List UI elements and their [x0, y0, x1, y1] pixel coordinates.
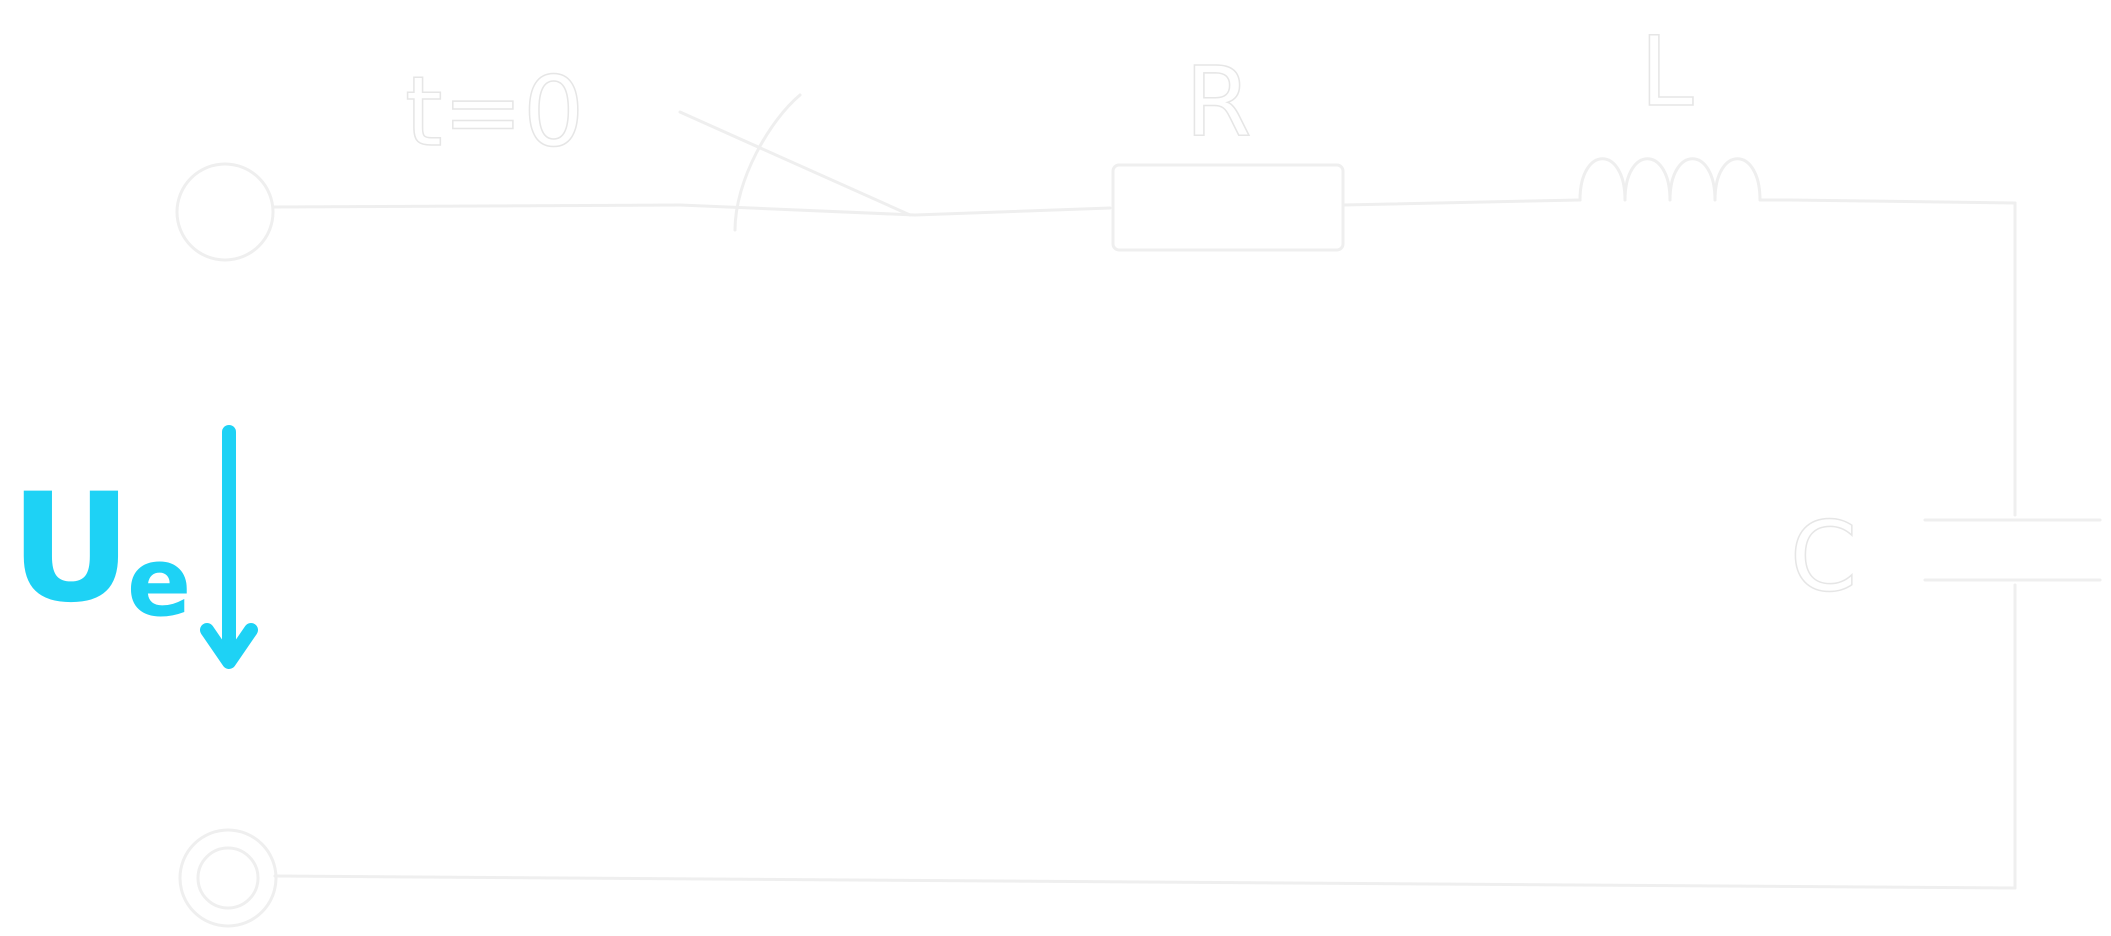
switch-label: t=0: [405, 56, 584, 168]
voltage-label-subscript: e: [127, 528, 191, 638]
resistor: [1111, 163, 1345, 252]
inductor-label: L: [1640, 16, 1693, 128]
voltage-label: Ue: [10, 462, 191, 638]
input-terminal-bottom-inner: [196, 846, 260, 910]
capacitor-label: C: [1790, 501, 1857, 613]
wire-switch-resistor: [913, 206, 1112, 217]
voltage-arrow: [200, 425, 258, 669]
inductor: [1578, 157, 1792, 202]
wire-top-left: [271, 203, 682, 209]
input-terminal-bottom: [178, 828, 278, 928]
wire-top-right: [1788, 198, 2017, 205]
wire-resistor-inductor: [1341, 198, 1582, 207]
input-terminal-top: [175, 162, 275, 262]
voltage-label-main: U: [10, 462, 132, 636]
switch: [678, 93, 917, 232]
resistor-label: R: [1185, 46, 1252, 158]
wire-bottom: [273, 874, 2017, 890]
capacitor: [1923, 518, 2102, 582]
